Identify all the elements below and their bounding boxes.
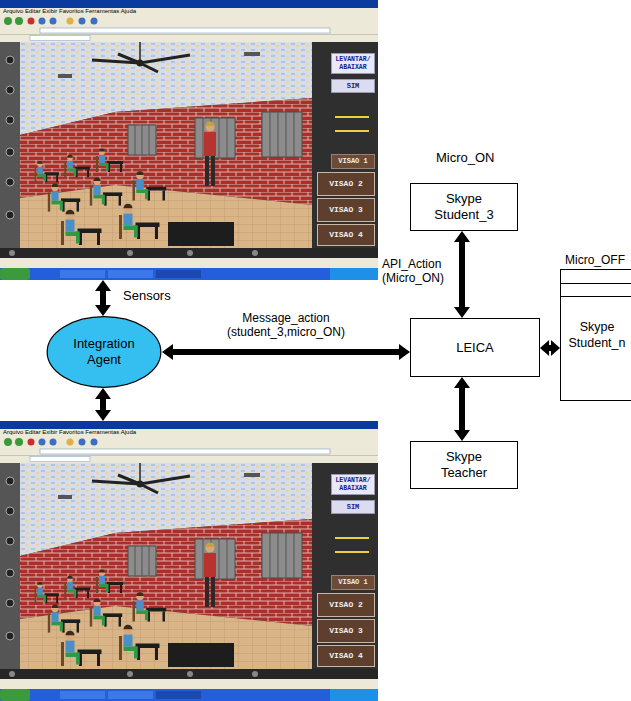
arrow-shaft [100,398,106,411]
arrow-shaft [100,290,106,306]
arrow-head [95,388,111,399]
arrow-head [551,340,560,356]
menu-button: LEVANTAR/ ABAIXAR [331,53,375,74]
edge-label: Sensors [122,289,194,303]
double-arrow [95,280,111,316]
menu-button: VISAO 4 [317,224,375,246]
menu-button: VISAO 1 [331,154,375,169]
double-arrow [540,340,560,356]
arrow-shaft [459,241,465,308]
edge-label: API_Action (Micro_ON) [381,257,453,285]
arrow-head [95,280,111,291]
edge-label: Message_action (student_3,micro_ON) [205,311,367,339]
skype-box: LEICA [410,318,540,377]
state-label: Micro_OFF [565,253,625,267]
arrow-head [454,377,470,388]
node-label: Integration Agent [61,336,147,368]
stack-divider [561,283,631,284]
skype-box: Skype Teacher [410,441,518,489]
menu-button: LEVANTAR/ ABAIXAR [331,474,375,495]
node-label: Skype Student_3 [427,191,501,223]
double-arrow [454,231,470,318]
arrow-head [454,307,470,318]
bottom-screenshot [0,421,378,701]
menu-button: SIM [331,79,375,93]
menu-button: VISAO 1 [331,575,375,590]
top-screenshot [0,0,378,280]
node-label: LEICA [420,340,530,356]
arrow-head [95,305,111,316]
arrow-head [162,344,173,360]
ellipse-shape [47,317,161,388]
double-arrow [454,377,470,441]
node-label: Skype Teacher [427,449,501,481]
screenshot-window: LEVANTAR/ ABAIXARSIMVISAO 1VISAO 2VISAO … [0,0,378,280]
menu-button: VISAO 4 [317,645,375,667]
arrow-head [95,410,111,421]
arrow-shaft [459,387,465,431]
menu-button: VISAO 3 [317,619,375,643]
arrow-shaft [172,349,400,355]
menu-button: VISAO 2 [317,593,375,617]
menu-button: SIM [331,500,375,514]
state-label: Micro_ON [436,150,495,166]
browser-menu: Arquivo Editar Exibir Favoritos Ferramen… [3,429,136,436]
menu-button: VISAO 2 [317,172,375,196]
arrow-head [454,231,470,242]
double-arrow [95,388,111,421]
browser-menu: Arquivo Editar Exibir Favoritos Ferramen… [3,8,136,15]
double-arrow [162,344,410,360]
arrow-head [399,344,410,360]
arrow-head [454,430,470,441]
stacked-skype-box: Skype Student_n [560,269,631,401]
stack-divider [561,296,631,297]
node-label: Skype Student_n [565,319,629,351]
screenshot-window: LEVANTAR/ ABAIXARSIMVISAO 1VISAO 2VISAO … [0,421,378,701]
agent-ellipse: Integration Agent [46,316,162,388]
arrow-head [540,340,549,356]
menu-button: VISAO 3 [317,198,375,222]
skype-box: Skype Student_3 [410,183,518,231]
